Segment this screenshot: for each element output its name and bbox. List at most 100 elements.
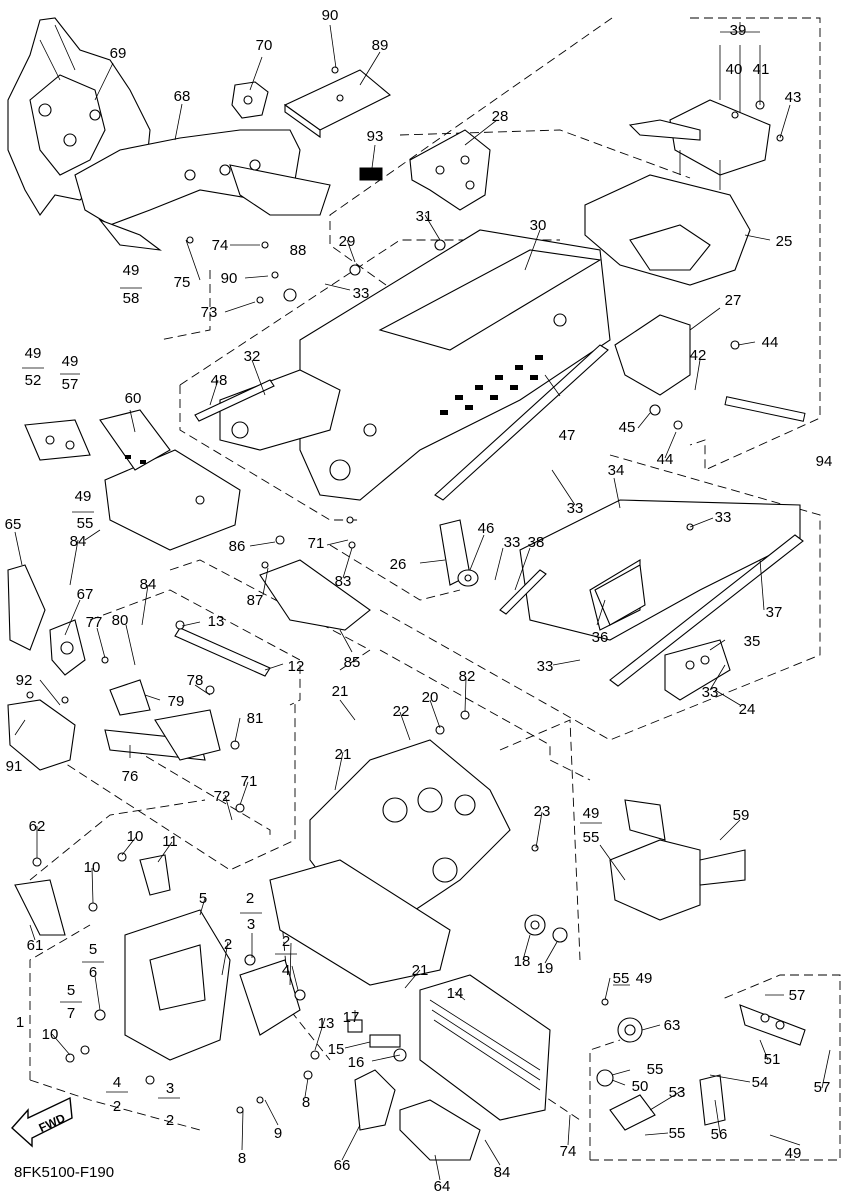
callout-46: 46 bbox=[478, 520, 495, 537]
callout-49: 49 bbox=[25, 345, 42, 362]
callout-28: 28 bbox=[492, 108, 509, 125]
callout-44: 44 bbox=[657, 451, 674, 468]
callout-21: 21 bbox=[335, 746, 352, 763]
callout-38: 38 bbox=[528, 534, 545, 551]
part-bracket-79 bbox=[109, 679, 151, 716]
callout-2: 2 bbox=[113, 1098, 121, 1115]
callout-25: 25 bbox=[776, 233, 793, 250]
callout-6: 6 bbox=[89, 964, 97, 981]
callout-19: 19 bbox=[537, 960, 554, 977]
callout-10: 10 bbox=[84, 859, 101, 876]
callout-36: 36 bbox=[592, 629, 609, 646]
callout-84: 84 bbox=[70, 533, 87, 550]
callout-52: 52 bbox=[25, 372, 42, 389]
callout-33: 33 bbox=[567, 500, 584, 517]
callout-31: 31 bbox=[416, 208, 433, 225]
part-plate-52 bbox=[24, 419, 91, 461]
callout-57: 57 bbox=[814, 1079, 831, 1096]
callout-85: 85 bbox=[344, 654, 361, 671]
callout-27: 27 bbox=[725, 292, 742, 309]
callout-79: 79 bbox=[168, 693, 185, 710]
callout-29: 29 bbox=[339, 233, 356, 250]
callout-58: 58 bbox=[123, 290, 140, 307]
part-bracket-61 bbox=[14, 879, 66, 936]
callout-group-bars bbox=[22, 22, 760, 1099]
part-rear-panel-25 bbox=[584, 174, 751, 286]
callout-77: 77 bbox=[86, 614, 103, 631]
callout-5: 5 bbox=[199, 890, 207, 907]
callout-labels: 1 2 2 2 2 2 3 3 4 4 5 5 5 6 7 8 8 9 10 1… bbox=[5, 7, 833, 1193]
callout-90: 90 bbox=[221, 270, 238, 287]
callout-39: 39 bbox=[730, 22, 747, 39]
callout-47: 47 bbox=[559, 427, 576, 444]
callout-84: 84 bbox=[494, 1164, 511, 1181]
diagram-code: 8FK5100-F190 bbox=[14, 1164, 114, 1181]
part-plate-35 bbox=[664, 639, 731, 701]
callout-70: 70 bbox=[256, 37, 273, 54]
callout-56: 56 bbox=[711, 1126, 728, 1143]
callout-60: 60 bbox=[125, 390, 142, 407]
part-bracket-11 bbox=[139, 854, 171, 896]
callout-67: 67 bbox=[77, 586, 94, 603]
callout-49: 49 bbox=[75, 488, 92, 505]
callout-44: 44 bbox=[762, 334, 779, 351]
part-lower-frame bbox=[269, 859, 451, 986]
callout-55: 55 bbox=[77, 515, 94, 532]
callout-2: 2 bbox=[246, 890, 254, 907]
callout-14: 14 bbox=[447, 985, 464, 1002]
callout-13: 13 bbox=[318, 1015, 335, 1032]
callout-75: 75 bbox=[174, 274, 191, 291]
callout-57: 57 bbox=[62, 376, 79, 393]
callout-87: 87 bbox=[247, 592, 264, 609]
callout-65: 65 bbox=[5, 516, 22, 533]
callout-11: 11 bbox=[162, 833, 178, 850]
callout-66: 66 bbox=[334, 1157, 351, 1174]
callout-9: 9 bbox=[274, 1125, 282, 1142]
callout-16: 16 bbox=[348, 1054, 365, 1071]
callout-71: 71 bbox=[308, 535, 325, 552]
part-guard-66 bbox=[354, 1069, 396, 1131]
part-radiator-14 bbox=[419, 974, 551, 1121]
callout-88: 88 bbox=[290, 242, 307, 259]
callout-72: 72 bbox=[214, 788, 231, 805]
callout-68: 68 bbox=[174, 88, 191, 105]
callout-49: 49 bbox=[123, 262, 140, 279]
callout-10: 10 bbox=[127, 828, 144, 845]
callout-4: 4 bbox=[113, 1074, 121, 1091]
callout-30: 30 bbox=[530, 217, 547, 234]
callout-63: 63 bbox=[664, 1017, 681, 1034]
callout-20: 20 bbox=[422, 689, 439, 706]
part-ecu-box-39 bbox=[628, 99, 771, 190]
callout-91: 91 bbox=[6, 758, 23, 775]
part-bracket-53 bbox=[609, 1094, 656, 1131]
callout-43: 43 bbox=[785, 89, 802, 106]
part-rail-38 bbox=[499, 569, 547, 615]
callout-21: 21 bbox=[332, 683, 349, 700]
part-rail-48 bbox=[194, 379, 275, 422]
part-plate-78 bbox=[154, 709, 221, 761]
callout-55: 55 bbox=[613, 970, 630, 987]
callout-61: 61 bbox=[27, 937, 44, 954]
callout-35: 35 bbox=[744, 633, 761, 650]
callout-84: 84 bbox=[140, 576, 157, 593]
part-plate-89 bbox=[283, 69, 391, 139]
callout-33: 33 bbox=[715, 509, 732, 526]
callout-71: 71 bbox=[241, 773, 258, 790]
callout-4: 4 bbox=[282, 962, 290, 979]
callout-69: 69 bbox=[110, 45, 127, 62]
part-gusset-28 bbox=[409, 129, 491, 211]
callout-45: 45 bbox=[619, 419, 636, 436]
part-bracket-59 bbox=[609, 799, 746, 921]
part-strip-94 bbox=[724, 396, 806, 422]
callout-86: 86 bbox=[229, 538, 246, 555]
callout-15: 15 bbox=[328, 1041, 345, 1058]
callout-22: 22 bbox=[393, 703, 410, 720]
callout-32: 32 bbox=[244, 348, 261, 365]
part-circlip-19 bbox=[552, 927, 568, 943]
callout-49: 49 bbox=[636, 970, 653, 987]
callout-33: 33 bbox=[702, 684, 719, 701]
callout-37: 37 bbox=[766, 604, 783, 621]
callout-21: 21 bbox=[412, 962, 429, 979]
part-cover-91 bbox=[7, 699, 76, 771]
callout-64: 64 bbox=[434, 1178, 451, 1193]
